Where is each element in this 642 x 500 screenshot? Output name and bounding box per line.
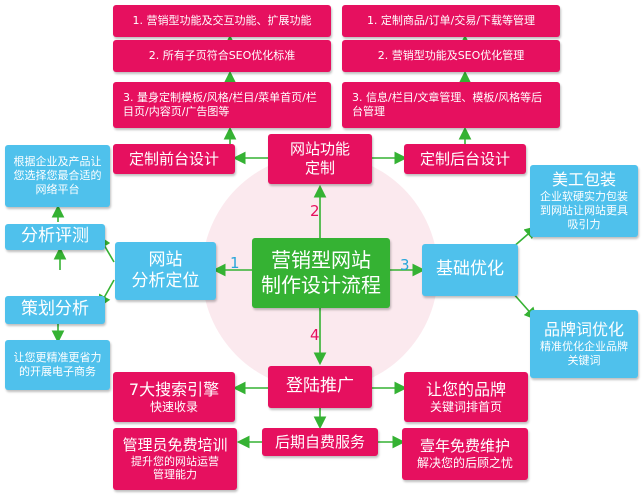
site-analysis-line1: 网站 [148,249,183,270]
brand-rank-title: 让您的品牌 [425,379,506,399]
planning-analysis-box: 策划分析 [5,296,105,324]
platform-note: 根据企业及产品让您选择您最合适的网络平台 [5,145,110,207]
center-line2: 制作设计流程 [261,273,381,297]
admin-training-box: 管理员免费培训 提升您的网站运营管理能力 [113,428,237,490]
front-design-box: 定制前台设计 [113,144,235,174]
back-design-box: 定制后台设计 [404,144,526,174]
free-maintenance-title: 壹年免费维护 [419,437,510,456]
analysis-evaluation-box: 分析评测 [5,224,105,250]
art-title: 美工包装 [551,170,616,190]
paid-service-box: 后期自费服务 [262,428,378,456]
site-analysis-box: 网站 分析定位 [115,242,216,300]
art-packaging-box: 美工包装 企业软硬实力包装到网站让网站更具吸引力 [530,165,638,237]
site-function-line2: 定制 [304,159,335,177]
step-number-1: 1 [230,254,240,272]
back-item-3: 3. 信息/栏目/文章管理、模板/风格等后台管理 [342,82,560,128]
back-item-2: 2. 营销型功能及SEO优化管理 [342,40,560,72]
brand-rank-box: 让您的品牌 关键词排首页 [404,372,528,422]
free-maintenance-box: 壹年免费维护 解决您的后顾之忧 [402,428,528,480]
site-function-box: 网站功能 定制 [268,134,372,184]
art-desc: 企业软硬实力包装到网站让网站更具吸引力 [540,190,628,231]
site-function-line1: 网站功能 [289,140,350,159]
brand-rank-desc: 关键词排首页 [429,399,502,414]
step-number-2: 2 [310,202,320,220]
admin-training-desc: 提升您的网站运营管理能力 [131,454,219,482]
login-promotion-box: 登陆推广 [268,366,372,408]
seo-engines-desc: 快速收录 [149,399,198,414]
brand-opt-desc: 精准优化企业品牌关键词 [540,340,628,367]
admin-training-title: 管理员免费培训 [122,435,228,454]
center-box: 营销型网站 制作设计流程 [252,238,390,308]
basic-optimization-box: 基础优化 [422,244,518,296]
free-maintenance-desc: 解决您的后顾之忧 [416,455,513,470]
center-line1: 营销型网站 [271,248,371,272]
brand-optimization-box: 品牌词优化 精准优化企业品牌关键词 [530,310,638,378]
site-analysis-line2: 分析定位 [131,271,200,291]
back-item-1: 1. 定制商品/订单/交易/下载等管理 [342,5,560,37]
front-item-1: 1. 营销型功能及交互功能、扩展功能 [113,5,331,37]
front-item-2: 2. 所有子页符合SEO优化标准 [113,40,331,72]
front-item-3: 3. 量身定制模板/风格/栏目/菜单首页/栏目页/内容页/广告图等 [113,82,331,128]
step-number-3: 3 [400,256,410,274]
step-number-4: 4 [310,326,320,344]
ecommerce-note: 让您更精准更省力的开展电子商务 [5,340,110,390]
seo-engines-title: 7大搜索引擎 [128,379,220,399]
seo-engines-box: 7大搜索引擎 快速收录 [113,372,235,422]
brand-opt-title: 品牌词优化 [543,320,624,340]
